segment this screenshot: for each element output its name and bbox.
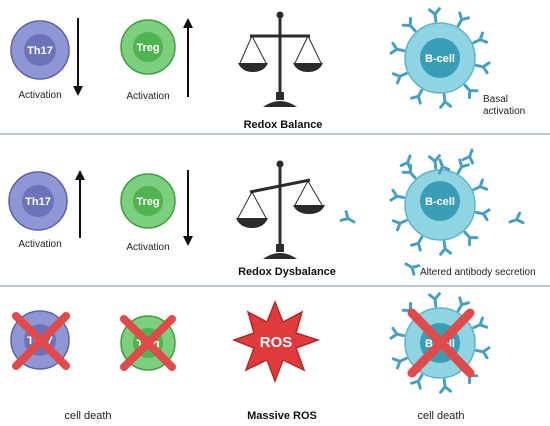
antibody-icon xyxy=(427,7,443,24)
antibody-icon xyxy=(470,178,489,196)
b-cell-label: B-cell xyxy=(425,53,455,65)
redox-balance-caption: Redox Balance xyxy=(244,119,323,131)
th17-caption: Activation xyxy=(18,90,61,101)
cross-icon xyxy=(12,312,70,370)
b-cell: B-cell xyxy=(389,7,491,109)
arrow-up-icon xyxy=(75,170,85,238)
antibody-icon xyxy=(470,31,489,49)
antibody-icon xyxy=(473,344,491,360)
antibody-icon xyxy=(410,233,428,252)
treg-label: Treg xyxy=(136,196,159,208)
arrow-down-icon xyxy=(183,170,193,246)
antibody-icon xyxy=(437,92,453,109)
th17-caption: Activation xyxy=(18,239,61,250)
antibody-icon xyxy=(452,11,470,30)
tilted-scale-icon xyxy=(236,160,325,259)
cell-death-caption: cell death xyxy=(417,410,464,422)
antibody-icon xyxy=(389,41,407,57)
b-cell: B-cell xyxy=(389,154,491,256)
basal-activation-caption-1: Basal xyxy=(483,94,508,105)
antibody-icon xyxy=(391,352,410,370)
antibody-icon xyxy=(427,292,443,309)
antibody-icon xyxy=(437,239,453,256)
antibody-icon xyxy=(389,188,407,204)
panel-1: Th17 Activation Treg Activation xyxy=(10,7,525,131)
antibody-icon xyxy=(391,67,410,85)
th17-cell: Th17 xyxy=(10,20,70,80)
altered-antibody-caption: Altered antibody secretion xyxy=(420,267,536,278)
antibody-icon xyxy=(389,326,407,342)
th17-cell: Th17 xyxy=(8,171,68,231)
treg-caption: Activation xyxy=(126,91,169,102)
balance-scale-icon xyxy=(238,11,323,107)
redox-dysbalance-caption: Redox Dysbalance xyxy=(238,266,336,278)
antibody-icon xyxy=(437,377,453,394)
cell-death-caption: cell death xyxy=(64,410,111,422)
b-cell: B-cell xyxy=(389,292,491,394)
treg-cell: Treg xyxy=(120,315,176,371)
antibody-icon xyxy=(470,316,489,334)
th17-label: Th17 xyxy=(25,196,51,208)
ros-label: ROS xyxy=(260,334,293,351)
treg-caption: Activation xyxy=(126,242,169,253)
cross-icon xyxy=(120,315,176,371)
antibody-icon xyxy=(427,154,443,171)
antibody-icon xyxy=(473,59,491,75)
antibody-icon xyxy=(391,214,410,232)
th17-label: Th17 xyxy=(27,45,53,57)
arrow-up-icon xyxy=(183,18,193,97)
antibody-icon xyxy=(410,86,428,105)
th17-cell: Th17 xyxy=(10,310,70,370)
treg-cell: Treg xyxy=(120,173,176,229)
antibody-icon xyxy=(473,206,491,222)
panel-2: Th17 Activation Treg Activation xyxy=(8,146,536,278)
arrow-down-icon xyxy=(73,18,83,96)
massive-ros-caption: Massive ROS xyxy=(247,410,317,422)
treg-label: Treg xyxy=(136,42,159,54)
ros-burst-icon: ROS xyxy=(231,299,321,384)
basal-activation-caption-2: activation xyxy=(483,106,525,117)
treg-cell: Treg xyxy=(120,19,176,75)
b-cell-label: B-cell xyxy=(425,196,455,208)
cross-icon xyxy=(407,308,475,378)
panel-3: Th17 cell death Treg ROS Massive ROS xyxy=(10,292,491,422)
antibody-icon xyxy=(452,158,470,177)
